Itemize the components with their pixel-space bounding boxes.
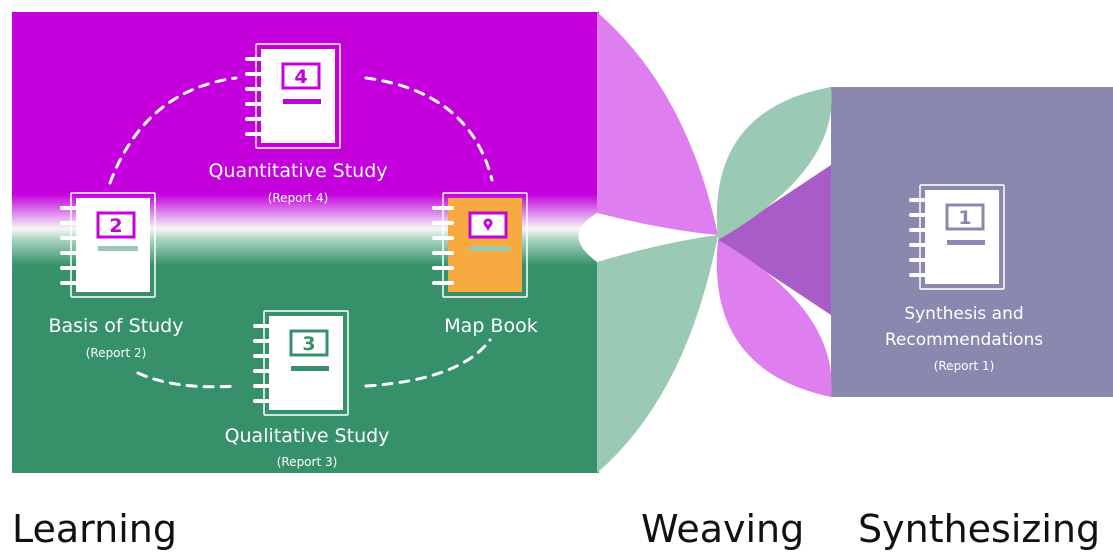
- report2-notebook-icon: 2: [59, 192, 156, 298]
- dashed-connectors: [108, 76, 494, 389]
- report4-subtitle: (Report 4): [268, 191, 329, 205]
- report3-title: Qualitative Study: [225, 425, 390, 447]
- phase-learning-label: Learning: [12, 507, 177, 551]
- mapbook-notebook-icon: [432, 192, 528, 298]
- report4-notebook-icon: 4: [244, 43, 341, 149]
- report1-subtitle: (Report 1): [934, 359, 995, 373]
- report2-number: 2: [109, 215, 122, 237]
- report1-title-line2: Recommendations: [885, 330, 1043, 350]
- map-pin-icon: [483, 218, 493, 231]
- report3-number: 3: [302, 333, 315, 355]
- report3-notebook-icon: 3: [252, 310, 349, 416]
- report3-subtitle: (Report 3): [277, 455, 338, 469]
- report1-notebook-icon: 1: [908, 184, 1005, 290]
- report2-title: Basis of Study: [48, 315, 183, 337]
- report1-title-line1: Synthesis and: [904, 304, 1023, 324]
- phase-weaving-label: Weaving: [641, 507, 805, 551]
- report4-title: Quantitative Study: [208, 160, 387, 182]
- connector-report4-to-mapbook: [364, 76, 494, 182]
- weaving-center-leaf: [578, 213, 718, 262]
- report2-subtitle: (Report 2): [86, 346, 147, 360]
- connector-report2-to-report4: [108, 76, 238, 185]
- report4-number: 4: [294, 66, 307, 88]
- weaving-lens-green: [597, 235, 718, 473]
- connector-report3-to-mapbook: [364, 338, 492, 388]
- phase-synthesizing-label: Synthesizing: [858, 507, 1101, 551]
- petal-green: [716, 87, 832, 240]
- mapbook-title: Map Book: [444, 315, 537, 337]
- connector-report2-to-report3: [136, 371, 238, 389]
- synthesizing-wedge: [718, 165, 831, 315]
- weaving-lens-purple: [597, 12, 718, 235]
- report1-number: 1: [958, 207, 971, 229]
- petal-purple: [716, 240, 832, 397]
